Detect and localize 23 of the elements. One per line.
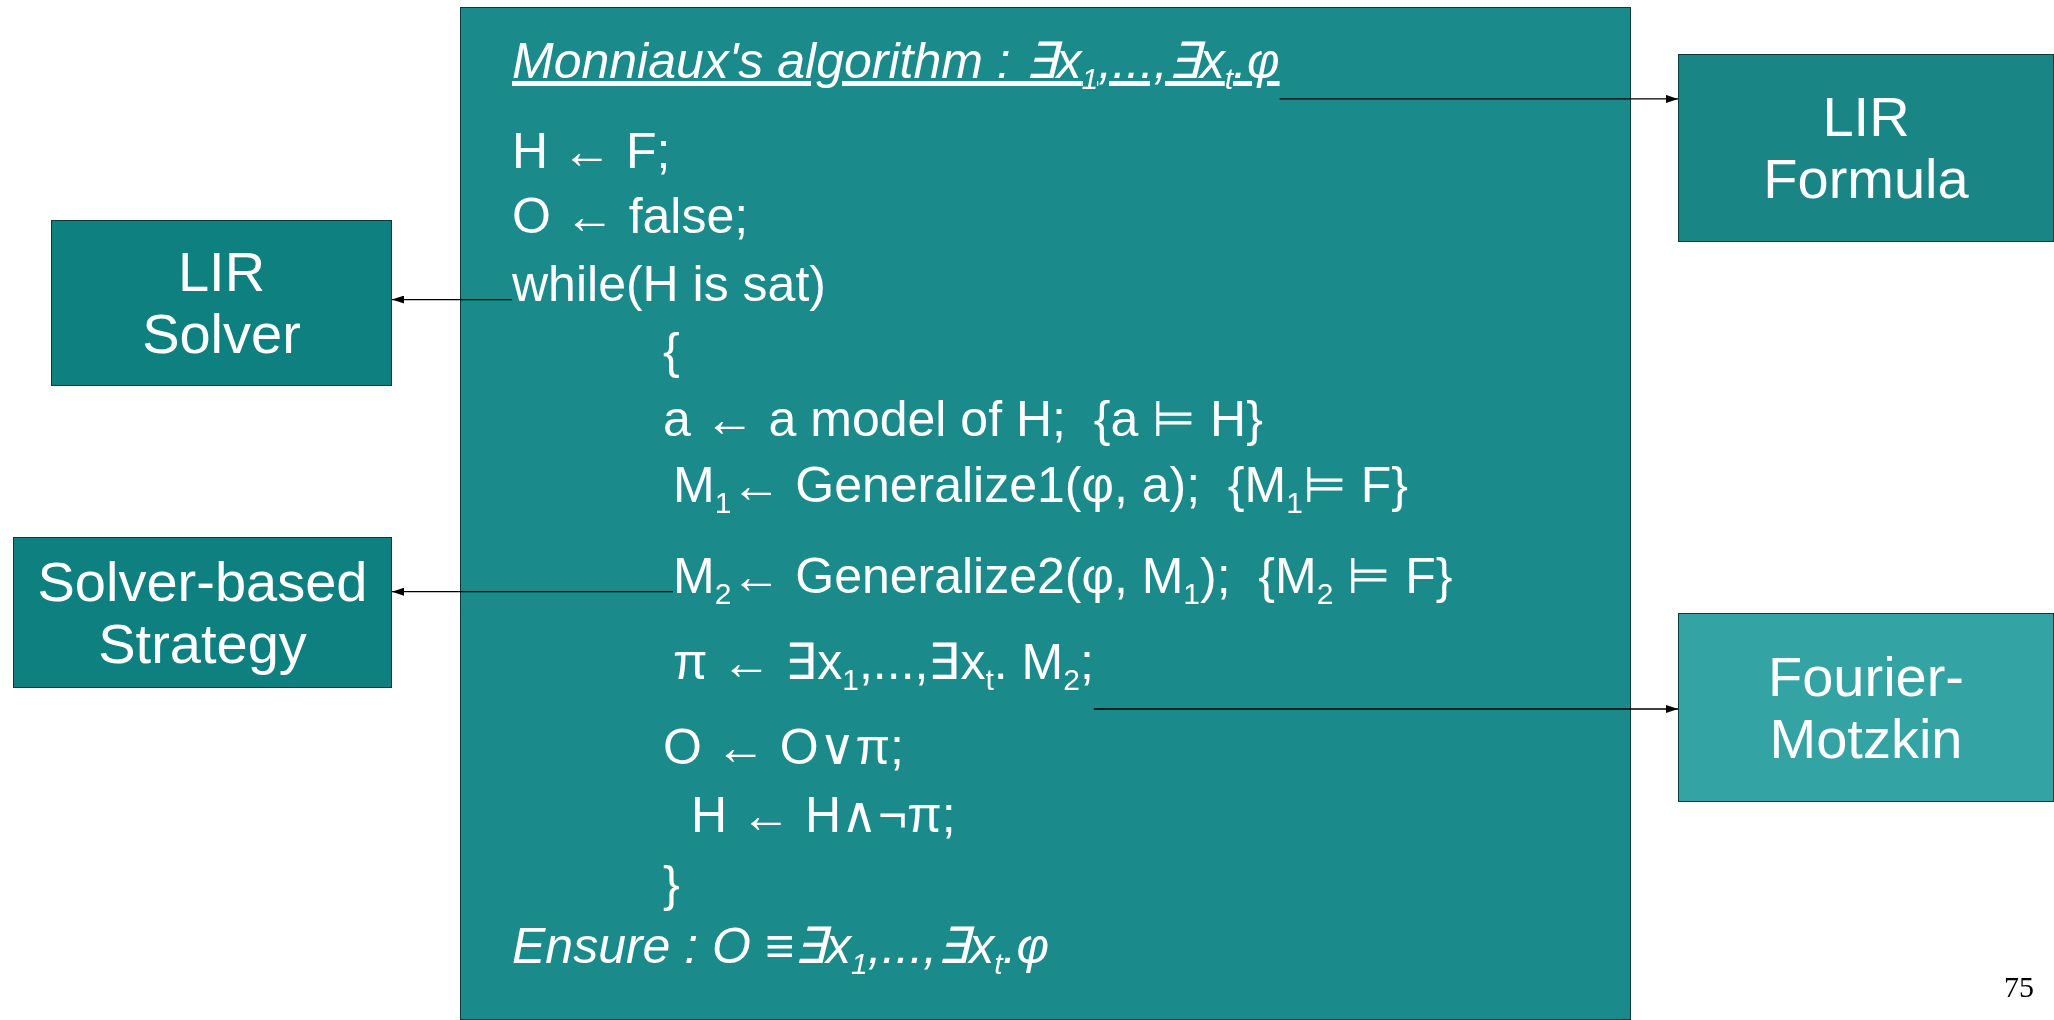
code-line: π ← ∃x$_{1}$,...,∃x$_{t}$. M$_{2}$;	[673, 636, 1094, 706]
code-line: H ← H∧¬π;	[691, 789, 956, 841]
code-line: M$_{2}$← Generalize2(φ, M$_{1}$); {M$_{2}$ ⊨ F}	[673, 550, 1453, 620]
postcondition-line: Ensure : O ≡∃x$_{1}$,...,∃x$_{t}$.φ	[512, 920, 1050, 990]
arrow	[1278, 94, 1679, 103]
component-box: LIR Formula	[1678, 54, 2054, 242]
code-line: }	[663, 858, 680, 910]
page-number: 75	[2004, 970, 2034, 1004]
component-box: LIR Solver	[51, 220, 392, 386]
component-box: Solver-based Strategy	[13, 537, 392, 688]
arrow	[391, 295, 513, 304]
code-line: M$_{1}$← Generalize1(φ, a); {M$_{1}$⊨ F}	[673, 459, 1408, 529]
component-box: Fourier-Motzkin	[1678, 613, 2054, 802]
algorithm-panel	[460, 7, 1631, 1020]
arrow	[1093, 705, 1679, 713]
algorithm-title: Monniaux's algorithm : ∃x$_{1}$,...,∃x$_{t}$.φ	[512, 35, 1280, 105]
arrow	[391, 587, 674, 596]
code-line: while(H is sat)	[512, 258, 826, 310]
code-line: H ← F;	[512, 125, 671, 177]
code-line: {	[663, 325, 680, 377]
code-line: O ← O∨π;	[663, 721, 904, 773]
code-line: a ← a model of H; {a ⊨ H}	[663, 393, 1263, 445]
code-line: O ← false;	[512, 190, 749, 242]
